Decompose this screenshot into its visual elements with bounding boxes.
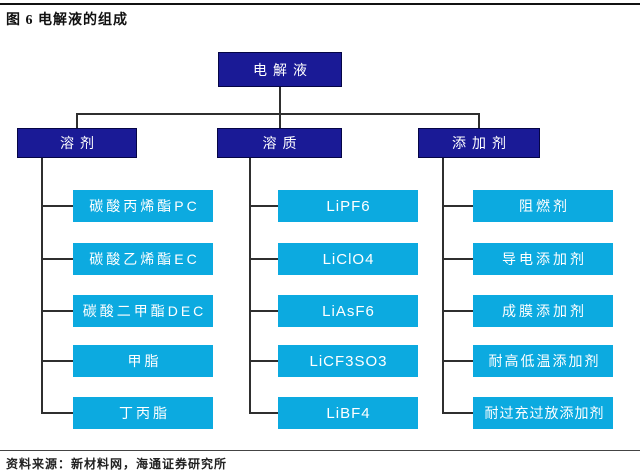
node-leaf-ec: 碳酸乙烯酯EC bbox=[73, 243, 213, 275]
connector-row-stub bbox=[41, 412, 73, 414]
connector-row-stub bbox=[41, 310, 73, 312]
top-divider bbox=[0, 3, 640, 5]
connector-row-stub bbox=[249, 360, 278, 362]
connector-trunk-solvent bbox=[41, 158, 43, 414]
node-leaf-libf4: LiBF4 bbox=[278, 397, 418, 429]
connector-row-stub bbox=[249, 310, 278, 312]
connector-row-stub bbox=[442, 205, 473, 207]
node-leaf-flame-retardant: 阻燃剂 bbox=[473, 190, 613, 222]
node-leaf-temp-resistant-additive: 耐高低温添加剂 bbox=[473, 345, 613, 377]
figure-title: 图 6 电解液的组成 bbox=[6, 13, 128, 28]
node-leaf-liclo4: LiClO4 bbox=[278, 243, 418, 275]
node-leaf-liasf6: LiAsF6 bbox=[278, 295, 418, 327]
node-branch-solute: 溶质 bbox=[217, 128, 342, 158]
connector-stub-additive bbox=[478, 113, 480, 128]
node-leaf-lipf6: LiPF6 bbox=[278, 190, 418, 222]
figure-source: 资料来源：新材料网，海通证券研究所 bbox=[6, 457, 228, 471]
node-leaf-conductive-additive: 导电添加剂 bbox=[473, 243, 613, 275]
connector-row-stub bbox=[249, 205, 278, 207]
node-leaf-methyl-ester: 甲脂 bbox=[73, 345, 213, 377]
connector-stub-solute bbox=[279, 113, 281, 128]
connector-row-stub bbox=[249, 258, 278, 260]
connector-stub-solvent bbox=[76, 113, 78, 128]
connector-row-stub bbox=[41, 360, 73, 362]
node-branch-additive: 添加剂 bbox=[418, 128, 540, 158]
connector-row-stub bbox=[442, 412, 473, 414]
connector-row-stub bbox=[249, 412, 278, 414]
node-leaf-overcharge-additive: 耐过充过放添加剂 bbox=[473, 397, 613, 429]
node-leaf-pc: 碳酸丙烯酯PC bbox=[73, 190, 213, 222]
node-electrolyte-root: 电解液 bbox=[218, 52, 342, 87]
node-branch-solvent: 溶剂 bbox=[17, 128, 137, 158]
connector-root-drop bbox=[279, 87, 281, 114]
connector-trunk-solute bbox=[249, 158, 251, 414]
node-leaf-dec: 碳酸二甲酯DEC bbox=[73, 295, 213, 327]
node-leaf-film-forming-additive: 成膜添加剂 bbox=[473, 295, 613, 327]
connector-row-stub bbox=[442, 310, 473, 312]
connector-row-stub bbox=[442, 360, 473, 362]
node-leaf-butyl-propyl-ester: 丁丙脂 bbox=[73, 397, 213, 429]
bottom-divider bbox=[0, 450, 640, 451]
connector-trunk-additive bbox=[442, 158, 444, 414]
connector-row-stub bbox=[41, 205, 73, 207]
connector-row-stub bbox=[442, 258, 473, 260]
connector-row-stub bbox=[41, 258, 73, 260]
connector-branch-rail bbox=[76, 113, 480, 115]
node-leaf-licf3so3: LiCF3SO3 bbox=[278, 345, 418, 377]
